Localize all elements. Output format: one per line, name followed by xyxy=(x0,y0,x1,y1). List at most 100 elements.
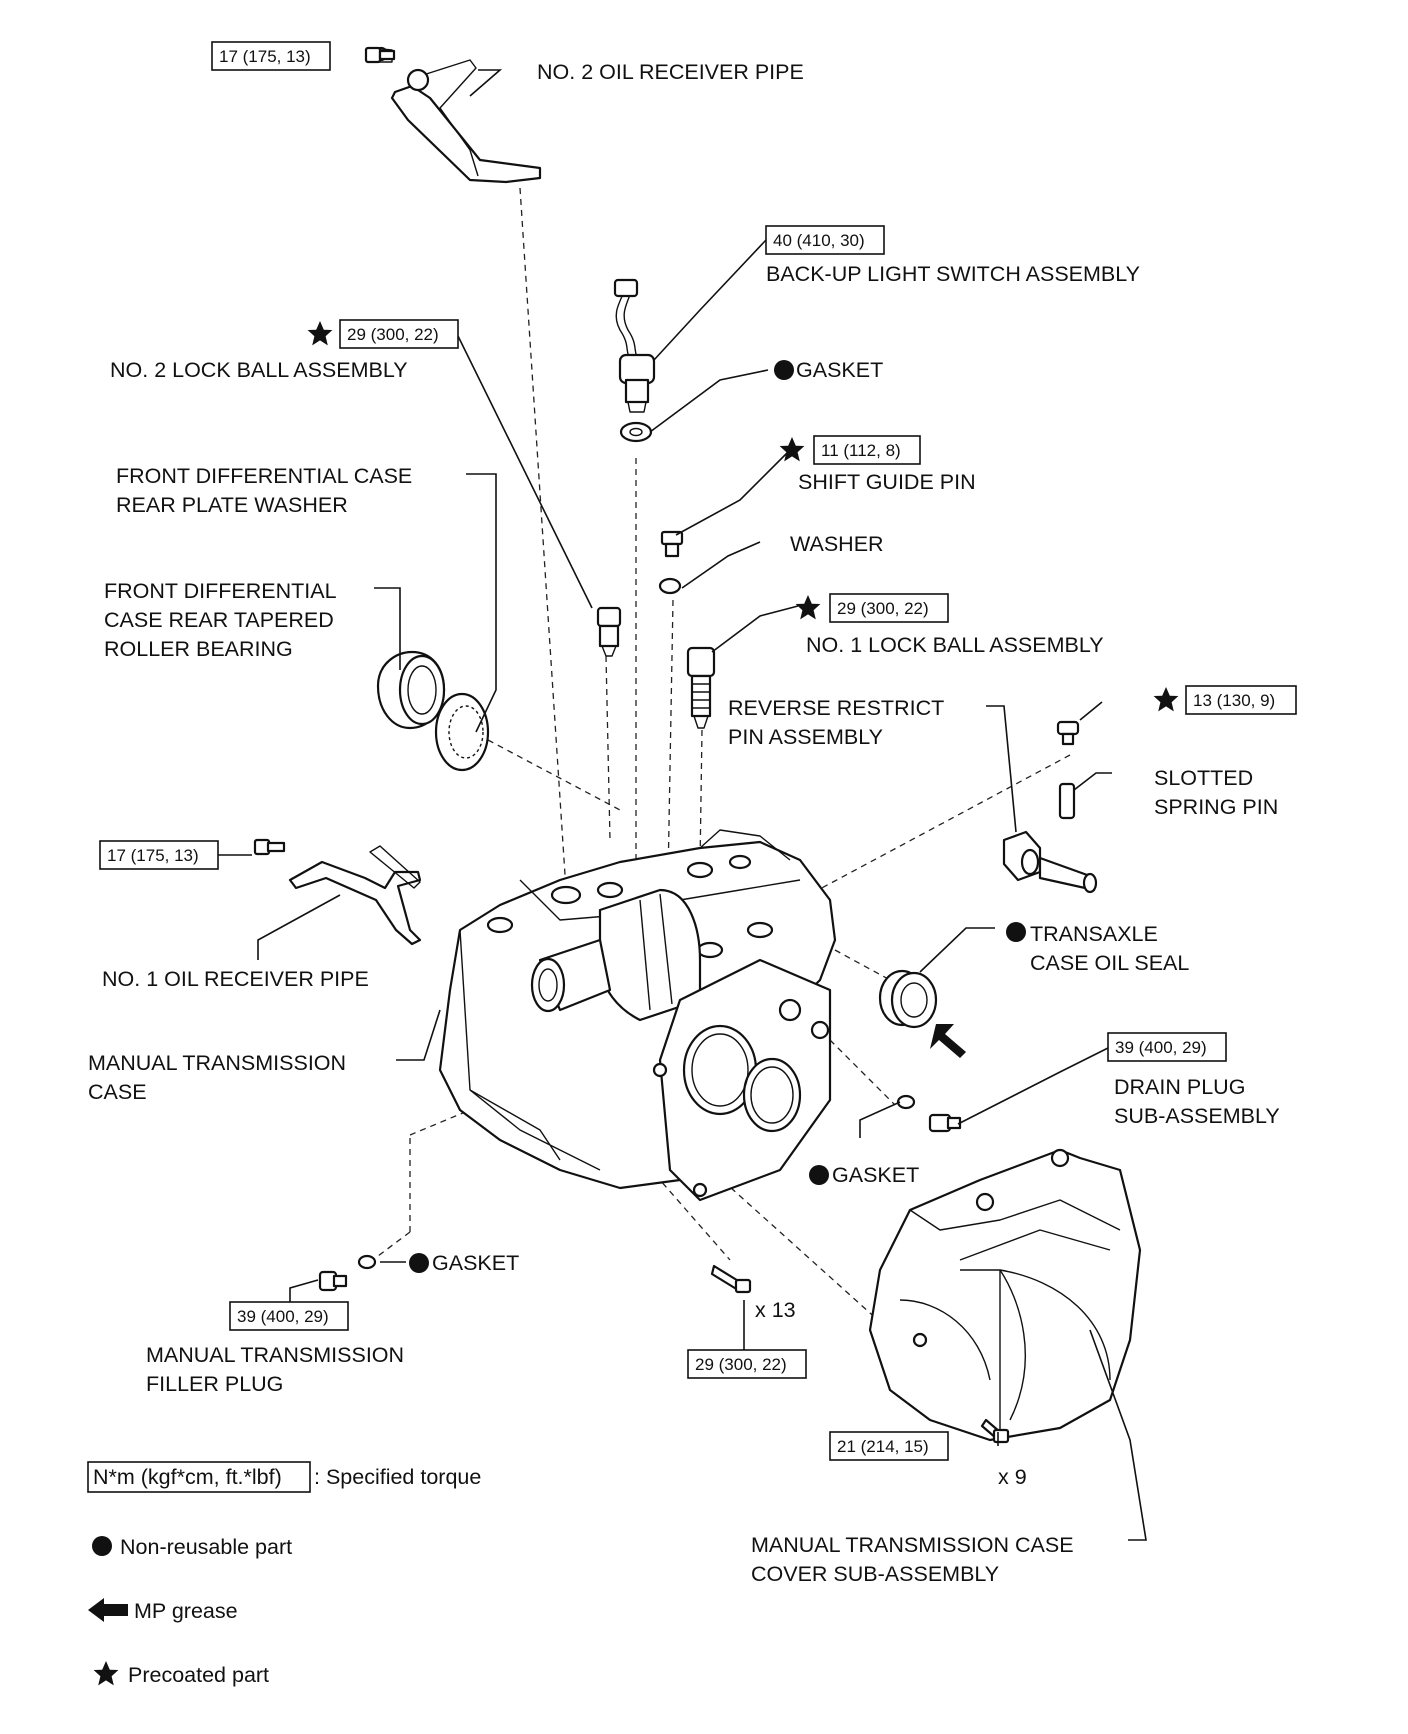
backup-light-switch-part xyxy=(613,278,656,413)
label-slotted-spring-pin-1: SLOTTED xyxy=(1154,766,1253,790)
svg-text:39 (400, 29): 39 (400, 29) xyxy=(237,1307,329,1326)
label-qty-13: x 13 xyxy=(755,1298,796,1322)
svg-text:13 (130, 9): 13 (130, 9) xyxy=(1193,691,1275,710)
label-slotted-spring-pin-2: SPRING PIN xyxy=(1154,795,1278,819)
leader-lines xyxy=(218,69,1147,1541)
label-rear-plate-washer-1: FRONT DIFFERENTIAL CASE xyxy=(116,464,412,488)
filled-circle-icon xyxy=(1006,922,1026,942)
no2-lock-ball-part xyxy=(596,606,622,657)
case-cover-part xyxy=(868,1148,1142,1442)
svg-text:17 (175, 13): 17 (175, 13) xyxy=(219,47,311,66)
drain-plug-part xyxy=(928,1113,962,1133)
slotted-spring-pin-part xyxy=(1058,782,1076,820)
arrow-left-icon xyxy=(88,1598,128,1622)
gasket-filler-part xyxy=(357,1254,377,1270)
torque-no1-oil-receiver-pipe: 17 (175, 13) xyxy=(99,840,219,870)
svg-text:29 (300, 22): 29 (300, 22) xyxy=(837,599,929,618)
torque-cover-bolts: 21 (214, 15) xyxy=(829,1431,949,1461)
torque-shift-guide-pin: 11 (112, 8) xyxy=(813,435,921,465)
label-reverse-restrict-1: REVERSE RESTRICT xyxy=(728,696,944,720)
legend-mp-grease: MP grease xyxy=(88,1598,238,1623)
legend-non-reusable: Non-reusable part xyxy=(92,1535,292,1559)
svg-text:39 (400, 29): 39 (400, 29) xyxy=(1115,1038,1207,1057)
svg-text:11 (112, 8): 11 (112, 8) xyxy=(821,441,901,460)
star-icon xyxy=(795,595,821,620)
legend-non-reusable-text: Non-reusable part xyxy=(120,1535,292,1559)
label-oil-seal-2: CASE OIL SEAL xyxy=(1030,951,1189,975)
star-icon xyxy=(1153,687,1179,712)
label-bearing-1: FRONT DIFFERENTIAL xyxy=(104,579,337,603)
svg-text:29 (300, 22): 29 (300, 22) xyxy=(347,325,439,344)
label-qty-9: x 9 xyxy=(998,1465,1027,1489)
rear-plate-washer-part xyxy=(434,692,490,772)
manual-transmission-case-part xyxy=(438,829,837,1202)
legend-precoated: Precoated part xyxy=(93,1661,269,1687)
torque-reverse-restrict-pin: 13 (130, 9) xyxy=(1185,685,1297,715)
label-no1-oil-receiver-pipe: NO. 1 OIL RECEIVER PIPE xyxy=(102,967,369,991)
svg-text:21 (214, 15): 21 (214, 15) xyxy=(837,1437,929,1456)
label-shift-guide-pin: SHIFT GUIDE PIN xyxy=(798,470,976,494)
no1-oil-pipe-bolt xyxy=(253,838,286,856)
label-no2-oil-receiver-pipe: NO. 2 OIL RECEIVER PIPE xyxy=(537,60,804,84)
label-no2-lock-ball: NO. 2 LOCK BALL ASSEMBLY xyxy=(110,358,408,382)
filled-circle-icon xyxy=(92,1536,112,1556)
legend-torque-text: : Specified torque xyxy=(314,1465,481,1489)
filled-circle-icon xyxy=(774,360,794,380)
no1-lock-ball-part xyxy=(686,646,716,729)
label-no1-lock-ball: NO. 1 LOCK BALL ASSEMBLY xyxy=(806,633,1104,657)
label-case-cover-2: COVER SUB-ASSEMBLY xyxy=(751,1562,999,1586)
no2-oil-pipe-bolt xyxy=(364,46,396,64)
reverse-restrict-bolt-part xyxy=(1056,720,1080,746)
cover-bolt-part xyxy=(980,1418,1010,1444)
star-icon xyxy=(93,1661,119,1686)
tapered-roller-bearing-part xyxy=(376,650,446,730)
legend-precoated-text: Precoated part xyxy=(128,1663,269,1687)
filler-plug-part xyxy=(318,1270,348,1292)
torque-case-bolts: 29 (300, 22) xyxy=(687,1349,807,1379)
star-icon xyxy=(307,321,333,346)
gasket-top-part xyxy=(619,421,653,443)
filled-circle-icon xyxy=(809,1165,829,1185)
torque-backup-light-switch: 40 (410, 30) xyxy=(765,225,885,255)
label-gasket-top: GASKET xyxy=(796,358,883,382)
label-drain-plug-1: DRAIN PLUG xyxy=(1114,1075,1245,1099)
label-gasket-filler: GASKET xyxy=(432,1251,519,1275)
no1-oil-receiver-pipe-part xyxy=(253,838,422,946)
transaxle-case-oil-seal-part xyxy=(878,969,938,1029)
label-filler-plug-2: FILLER PLUG xyxy=(146,1372,283,1396)
label-case-1: MANUAL TRANSMISSION xyxy=(88,1051,346,1075)
mp-grease-arrow-marker xyxy=(930,1024,966,1058)
torque-drain-plug: 39 (400, 29) xyxy=(1107,1032,1227,1062)
label-gasket-drain: GASKET xyxy=(832,1163,919,1187)
washer-part xyxy=(658,577,682,595)
shift-guide-pin-part xyxy=(660,530,684,558)
svg-text:40 (410, 30): 40 (410, 30) xyxy=(773,231,865,250)
legend-torque: N*m (kgf*cm, ft.*lbf) : Specified torque xyxy=(87,1461,481,1493)
label-drain-plug-2: SUB-ASSEMBLY xyxy=(1114,1104,1280,1128)
label-bearing-3: ROLLER BEARING xyxy=(104,637,293,661)
label-backup-light-switch: BACK-UP LIGHT SWITCH ASSEMBLY xyxy=(766,262,1140,286)
torque-no2-lock-ball: 29 (300, 22) xyxy=(339,319,459,349)
legend-torque-box: N*m (kgf*cm, ft.*lbf) xyxy=(93,1465,282,1489)
no2-oil-receiver-pipe-part xyxy=(369,46,542,184)
torque-no2-oil-receiver-pipe: 17 (175, 13) xyxy=(211,41,331,71)
gasket-drain-part xyxy=(896,1094,916,1110)
svg-text:17 (175, 13): 17 (175, 13) xyxy=(107,846,199,865)
torque-no1-lock-ball: 29 (300, 22) xyxy=(829,593,949,623)
label-washer: WASHER xyxy=(790,532,884,556)
label-case-2: CASE xyxy=(88,1080,147,1104)
torque-filler-plug: 39 (400, 29) xyxy=(229,1301,349,1331)
svg-text:29 (300, 22): 29 (300, 22) xyxy=(695,1355,787,1374)
label-reverse-restrict-2: PIN ASSEMBLY xyxy=(728,725,883,749)
label-bearing-2: CASE REAR TAPERED xyxy=(104,608,334,632)
label-filler-plug-1: MANUAL TRANSMISSION xyxy=(146,1343,404,1367)
reverse-restrict-pin-part xyxy=(1002,830,1098,894)
label-case-cover-1: MANUAL TRANSMISSION CASE xyxy=(751,1533,1074,1557)
assembly-dashed-lines xyxy=(369,187,1071,1431)
legend: N*m (kgf*cm, ft.*lbf) : Specified torque… xyxy=(87,1461,481,1687)
legend-mp-grease-text: MP grease xyxy=(134,1599,238,1623)
case-bolt-part xyxy=(710,1264,752,1294)
label-rear-plate-washer-2: REAR PLATE WASHER xyxy=(116,493,348,517)
label-oil-seal-1: TRANSAXLE xyxy=(1030,922,1158,946)
